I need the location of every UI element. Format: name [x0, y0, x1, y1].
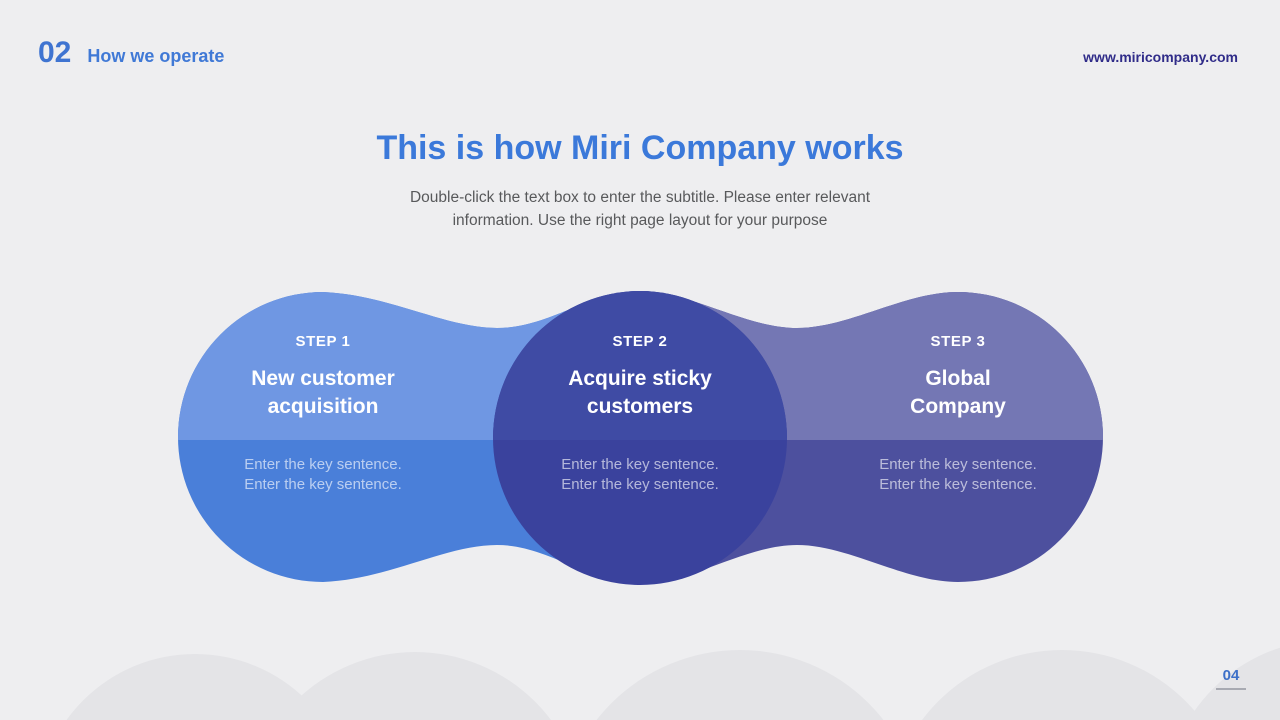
- slide-header: 02 How we operate www.miricompany.com: [38, 36, 1238, 70]
- step2-title-line1: Acquire sticky: [568, 367, 712, 390]
- slide-title[interactable]: This is how Miri Company works: [376, 129, 904, 167]
- step1-title-line1: New customer: [251, 367, 395, 390]
- subtitle-line-1: Double-click the text box to enter the s…: [409, 189, 871, 206]
- step1-body-line2: Enter the key sentence.: [244, 475, 402, 493]
- step1-title: New customer acquisition: [183, 365, 463, 421]
- page-number-underline: [1216, 688, 1246, 690]
- subtitle-line-2: information. Use the right page layout f…: [452, 212, 828, 229]
- step2-body: Enter the key sentence. Enter the key se…: [500, 455, 780, 494]
- step3-title-line1: Global: [925, 367, 991, 390]
- slide-subtitle[interactable]: Double-click the text box to enter the s…: [0, 186, 1280, 232]
- step3-textbox[interactable]: STEP 3 Global Company Enter the key sent…: [818, 333, 1098, 494]
- step3-body-line1: Enter the key sentence.: [879, 456, 1037, 473]
- step3-title-line2: Company: [910, 395, 1006, 418]
- step1-label: STEP 1: [295, 333, 351, 350]
- footer-decor-circles: [66, 647, 1280, 720]
- decor-circle: [279, 652, 551, 720]
- decor-circle: [596, 650, 884, 720]
- section-number: 02: [38, 36, 72, 69]
- step2-textbox[interactable]: STEP 2 Acquire sticky customers Enter th…: [500, 333, 780, 494]
- section-title: How we operate: [87, 46, 225, 66]
- step2-title-line2: customers: [586, 395, 694, 418]
- step2-label: STEP 2: [612, 333, 668, 350]
- step1-body: Enter the key sentence. Enter the key se…: [183, 455, 463, 494]
- step1-body-line1: Enter the key sentence.: [244, 456, 402, 473]
- step3-body: Enter the key sentence. Enter the key se…: [818, 455, 1098, 494]
- step2-body-line1: Enter the key sentence.: [561, 456, 719, 473]
- step1-textbox[interactable]: STEP 1 New customer acquisition Enter th…: [183, 333, 463, 494]
- website-link[interactable]: www.miricompany.com: [1083, 49, 1238, 65]
- step3-title: Global Company: [818, 365, 1098, 421]
- step3-body-line2: Enter the key sentence.: [879, 475, 1037, 493]
- decor-circle: [1188, 647, 1280, 720]
- step1-title-line2: acquisition: [267, 395, 379, 418]
- page-number-value: 04: [1222, 667, 1240, 684]
- decor-circle: [922, 650, 1202, 720]
- page-number: 04: [1213, 667, 1249, 690]
- step2-circle-top-shade: [493, 291, 787, 440]
- step2-body-line2: Enter the key sentence.: [561, 475, 719, 493]
- step3-label: STEP 3: [930, 333, 986, 350]
- decor-circle: [66, 654, 324, 720]
- step2-title: Acquire sticky customers: [500, 365, 780, 421]
